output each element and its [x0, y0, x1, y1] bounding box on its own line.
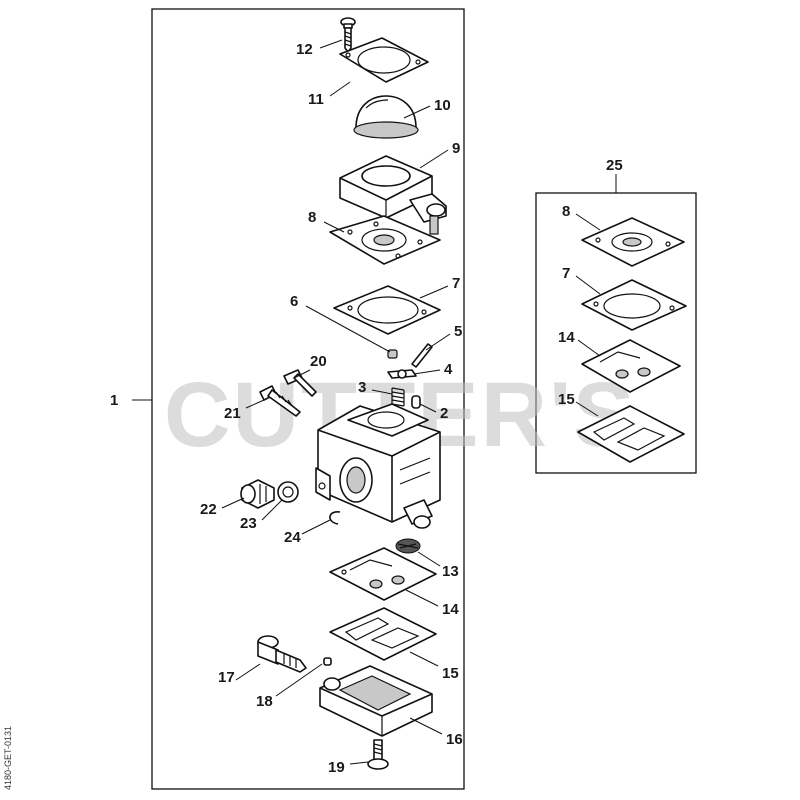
kit-part-8-diaphragm [581, 217, 685, 267]
label-part-2: 2 [440, 405, 448, 422]
label-part-22: 22 [200, 501, 217, 518]
kit-part-14-diaphragm [581, 339, 681, 393]
part-19-screw [367, 739, 389, 770]
label-part-3: 3 [358, 379, 366, 396]
part-12-screw [340, 17, 356, 53]
part-14-diaphragm [329, 547, 437, 601]
label-part-12: 12 [296, 41, 313, 58]
part-13-screen [395, 538, 421, 554]
label-part-4: 4 [444, 361, 453, 378]
label-part-6: 6 [290, 293, 298, 310]
part-21-adjusting-screw [259, 385, 301, 417]
label-part-15: 15 [442, 665, 459, 682]
part-11-gasket [339, 37, 429, 83]
label-part-8: 8 [308, 209, 316, 226]
part-2-inlet-needle [411, 395, 421, 409]
part-24-circlip [329, 511, 341, 525]
part-17-fitting [257, 635, 307, 673]
label-part-11: 11 [308, 91, 324, 108]
part-15-gasket [329, 607, 437, 661]
label-part-21: 21 [224, 405, 241, 422]
main-assembly-frame [151, 8, 465, 790]
label-part-9: 9 [452, 140, 460, 157]
part-22-fitting [240, 479, 275, 509]
part-9-pump-body [339, 155, 447, 235]
part-7-gasket [333, 285, 441, 335]
label-part-7: 7 [452, 275, 460, 292]
part-18-pin [323, 657, 332, 666]
label-kit-part-7: 7 [562, 265, 570, 282]
label-part-20: 20 [310, 353, 327, 370]
label-part-17: 17 [218, 669, 235, 686]
label-part-10: 10 [434, 97, 451, 114]
part-1-carburetor-body [315, 403, 441, 529]
label-part-24: 24 [284, 529, 301, 546]
part-6-needle-tip [387, 349, 398, 359]
part-8-diaphragm [329, 215, 441, 265]
label-part-13: 13 [442, 563, 459, 580]
label-part-18: 18 [256, 693, 273, 710]
kit-part-15-gasket [577, 405, 685, 463]
label-part-14: 14 [442, 601, 459, 618]
label-kit-part-15: 15 [558, 391, 575, 408]
part-16-cover [319, 665, 433, 737]
label-kit-part-8: 8 [562, 203, 570, 220]
part-labels: 1 12 11 10 9 8 7 6 5 4 3 2 20 21 22 23 2… [110, 41, 623, 776]
label-part-5: 5 [454, 323, 462, 340]
label-part-19: 19 [328, 759, 345, 776]
part-3-spring [391, 387, 405, 407]
part-4-lever [387, 369, 417, 379]
label-part-23: 23 [240, 515, 257, 532]
part-23-washer [277, 481, 299, 503]
drawing-code: 4180-GET-0131 [3, 726, 13, 790]
part-10-primer-bulb [353, 95, 419, 139]
leader-lines [132, 39, 617, 765]
part-20-adjusting-screw [283, 369, 317, 397]
label-part-16: 16 [446, 731, 463, 748]
label-kit-25: 25 [606, 157, 623, 174]
label-kit-part-14: 14 [558, 329, 575, 346]
label-main-assembly: 1 [110, 392, 118, 409]
kit-part-7-gasket [581, 279, 687, 331]
